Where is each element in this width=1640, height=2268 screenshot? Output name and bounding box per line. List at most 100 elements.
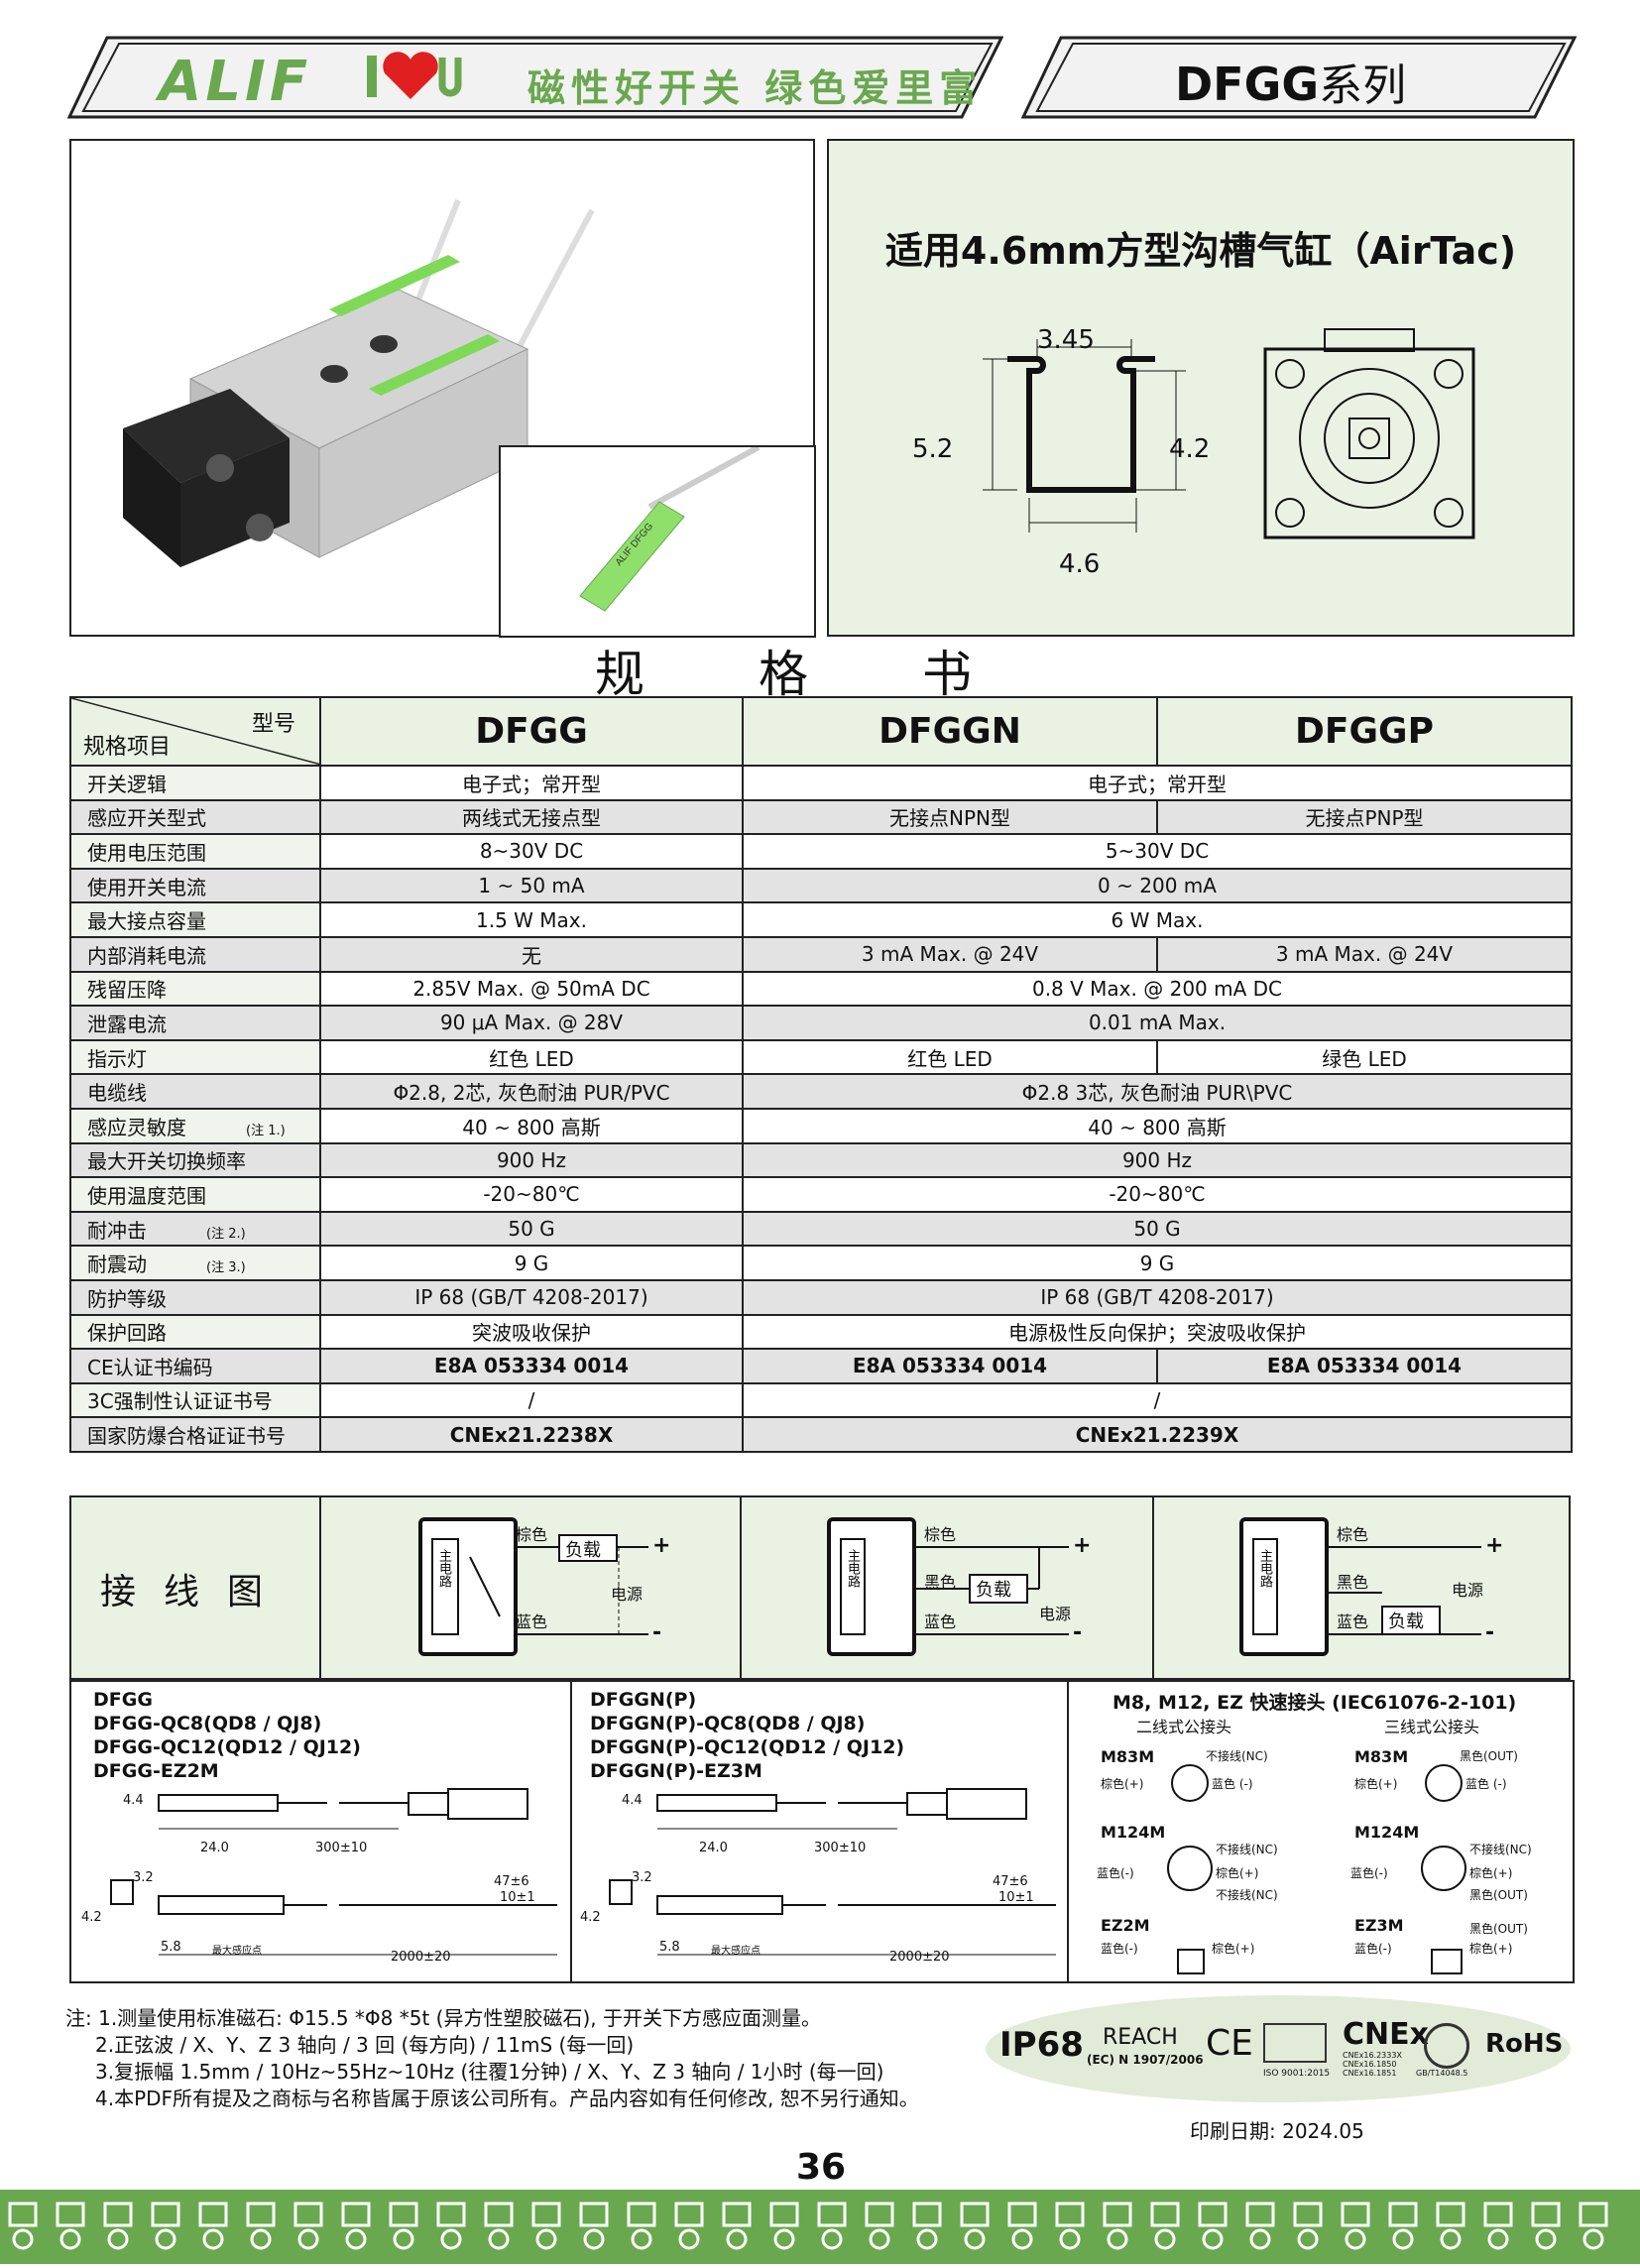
footer-pattern-icon — [912, 2202, 942, 2227]
spec-label: CE认证书编码 — [69, 1348, 321, 1384]
wire-brown: 棕色 — [516, 1525, 548, 1544]
corner-model-label: 型号 — [251, 712, 295, 737]
note-line: 3.复振幅 1.5mm / 10Hz~55Hz~10Hz (往覆1分钟) / X… — [95, 2060, 884, 2084]
spec-label: 使用温度范围 — [69, 1176, 321, 1213]
minus-sign: - — [1485, 1620, 1495, 1645]
spec-value-dfgg: 突波吸收保护 — [319, 1313, 744, 1351]
spec-value-dfgg: 1 ~ 50 mA — [319, 867, 744, 904]
footer-pattern-icon — [964, 2228, 986, 2250]
print-date: 印刷日期: 2024.05 — [1190, 2119, 1364, 2143]
footer-pattern-icon — [1059, 2228, 1081, 2250]
m8-connector-icon — [1171, 1764, 1209, 1802]
notes: 注: 1.测量使用标准磁石: Φ15.5 *Φ8 *5t (异方性塑胶磁石), … — [65, 2005, 919, 2112]
spec-row: 3C强制性认证证书号// — [69, 1381, 1573, 1419]
pin-label: 棕色(+) — [1212, 1942, 1255, 1956]
spec-label: 电缆线 — [69, 1073, 321, 1110]
wire-blue: 蓝色 — [924, 1612, 957, 1631]
wiring-dfggp: 棕色 黑色 蓝色 负载 电源 主电路 + - — [1152, 1495, 1571, 1680]
wiring-dfggn: 棕色 黑色 蓝色 负载 电源 主电路 + - — [740, 1495, 1156, 1680]
dims-dfgg: DFGG DFGG-QC8(QD8 / QJ8) DFGG-QC12(QD12 … — [71, 1682, 572, 1981]
page-number: 36 — [796, 2147, 847, 2188]
iso-label: ISO 9001:2015 — [1263, 2069, 1331, 2079]
wiring-label-cell: 接线图 — [69, 1495, 321, 1680]
footer-pattern-icon — [1341, 2202, 1370, 2227]
pin-label: 蓝色(-) — [1350, 1866, 1388, 1880]
spec-label: 指示灯 — [69, 1038, 321, 1076]
connector-pinouts: M8, M12, EZ 快速接头 (IEC61076-2-101) 二线式公接头… — [1067, 1682, 1571, 1979]
wiring-dfgg: 棕色 蓝色 负载 电源 主电路 + - — [319, 1495, 744, 1680]
main-circuit-label: 主电路 — [845, 1549, 860, 1588]
pin-label: 棕色(+) — [1216, 1866, 1259, 1880]
wire-blue: 蓝色 — [516, 1612, 548, 1631]
m124m-label: M124M — [1101, 1823, 1166, 1842]
spec-label: 保护回路 — [69, 1313, 321, 1351]
dim-label: 4.2 — [580, 1910, 601, 1925]
three-wire-label: 三线式公接头 — [1384, 1718, 1480, 1736]
spec-value-dfggnp: 6 W Max. — [742, 901, 1573, 938]
wire-black: 黑色 — [1337, 1573, 1369, 1592]
main-circuit-label: 主电路 — [1257, 1549, 1272, 1588]
spec-label: 感应灵敏度(注 1.) — [69, 1107, 321, 1144]
spec-value-dfgg: / — [319, 1381, 744, 1419]
footer-pattern-icon — [1007, 2202, 1037, 2227]
footer-pattern-icon — [1198, 2202, 1228, 2227]
footer-pattern-icon — [1245, 2202, 1275, 2227]
dim-right: 4.2 — [1169, 434, 1211, 464]
wiring-diagram-row: 接线图 棕色 蓝色 负载 电源 主电路 + - 棕色 — [69, 1495, 1571, 1680]
connector-title: M8, M12, EZ 快速接头 (IEC61076-2-101) — [1113, 1692, 1517, 1714]
footer-pattern-icon — [389, 2202, 418, 2227]
reach-mark: REACH — [1103, 2025, 1178, 2050]
ip68-mark: IP68 — [999, 2025, 1084, 2065]
spec-value-dfggnp: 9 G — [742, 1245, 1573, 1281]
ccc-icon — [1424, 2023, 1469, 2069]
footer-pattern-icon — [1055, 2202, 1085, 2227]
pin-label: 蓝色(-) — [1097, 1866, 1134, 1880]
dim-label: 4.4 — [123, 1793, 144, 1808]
spec-value-dfgg: 50 G — [319, 1210, 744, 1248]
pin-label: 不接线(NC) — [1469, 1843, 1532, 1856]
spec-value-dfggp: 无接点PNP型 — [1156, 798, 1573, 836]
footer-pattern-icon — [1388, 2202, 1418, 2227]
ez2m-label: EZ2M — [1101, 1916, 1150, 1935]
footer-pattern-icon — [865, 2202, 894, 2227]
footer-pattern-band — [0, 2190, 1640, 2264]
model-name: DFGG-QC8(QD8 / QJ8) — [93, 1713, 322, 1734]
header-brand-banner — [67, 36, 1003, 119]
ez-connector-icon — [1177, 1949, 1205, 1974]
dim-label: 4.2 — [81, 1910, 102, 1925]
spec-value-dfgg: 两线式无接点型 — [319, 798, 744, 836]
spec-value-dfggn: 3 mA Max. @ 24V — [742, 935, 1158, 973]
iso-icon — [1263, 2023, 1327, 2063]
pin-label: 棕色(+) — [1354, 1777, 1398, 1791]
pin-label: 黑色(OUT) — [1460, 1749, 1518, 1763]
footer-pattern-icon — [674, 2202, 704, 2227]
ce-mark: CE — [1206, 2023, 1253, 2064]
spec-value-dfggp: E8A 053334 0014 — [1156, 1348, 1573, 1384]
pin-label: 棕色(+) — [1101, 1777, 1144, 1791]
spec-label: 防护等级 — [69, 1278, 321, 1316]
dim-label: 最大感应点 — [212, 1946, 262, 1957]
footer-pattern-icon — [869, 2228, 890, 2250]
pin-label: 蓝色(-) — [1354, 1942, 1392, 1956]
footer-pattern-icon — [1392, 2228, 1414, 2250]
ez-connector-icon — [1431, 1949, 1463, 1974]
plus-sign: + — [1485, 1533, 1504, 1558]
footer-pattern-icon — [821, 2228, 843, 2250]
sensor-inset-photo: ALIF DFGG — [499, 444, 816, 638]
note-line: 注: 1.测量使用标准磁石: Φ15.5 *Φ8 *5t (异方性塑胶磁石), … — [65, 2006, 821, 2030]
footer-pattern-icon — [393, 2228, 414, 2250]
spec-value-dfgg: Φ2.8, 2芯, 灰色耐油 PUR/PVC — [319, 1073, 744, 1110]
footer-pattern-icon — [440, 2228, 462, 2250]
spec-value-dfgg: 电子式；常开型 — [319, 765, 744, 801]
footer-pattern-icon — [341, 2202, 371, 2227]
power-label: 电源 — [1039, 1605, 1072, 1623]
two-wire-label: 二线式公接头 — [1136, 1718, 1232, 1736]
footer-pattern-icon — [1483, 2202, 1513, 2227]
footer-pattern-icon — [722, 2202, 752, 2227]
pin-label: 蓝色(-) — [1101, 1942, 1138, 1956]
